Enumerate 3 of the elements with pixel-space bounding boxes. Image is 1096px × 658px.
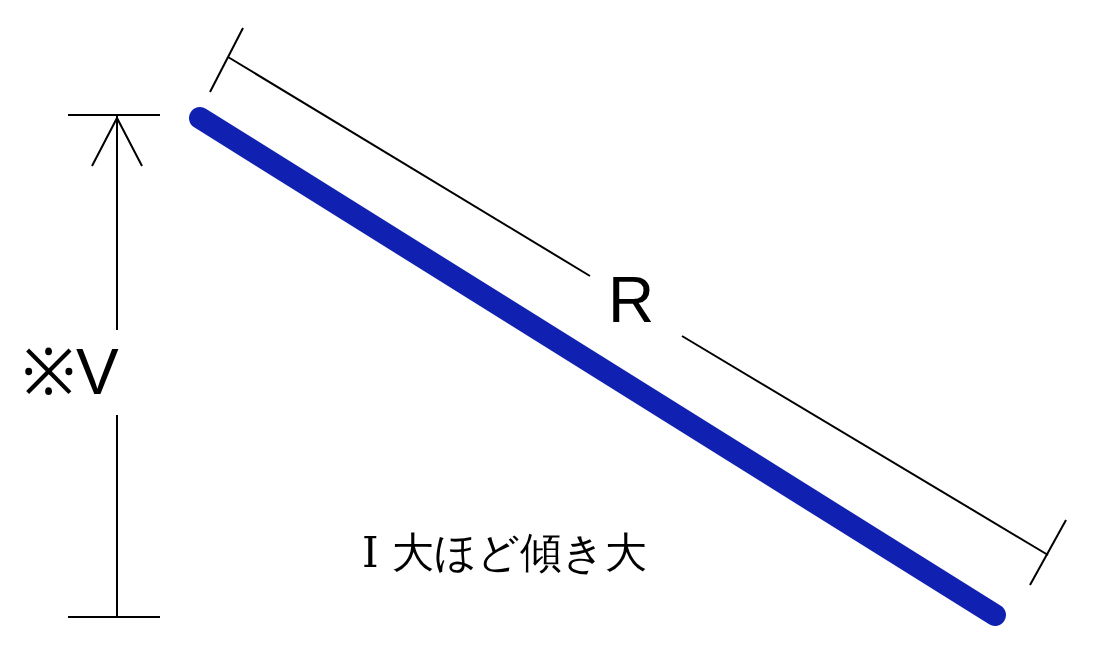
- dimension-label: R: [608, 268, 655, 332]
- note-text: I 大ほど傾き大: [362, 532, 647, 574]
- dimension-label: ※V: [22, 340, 119, 404]
